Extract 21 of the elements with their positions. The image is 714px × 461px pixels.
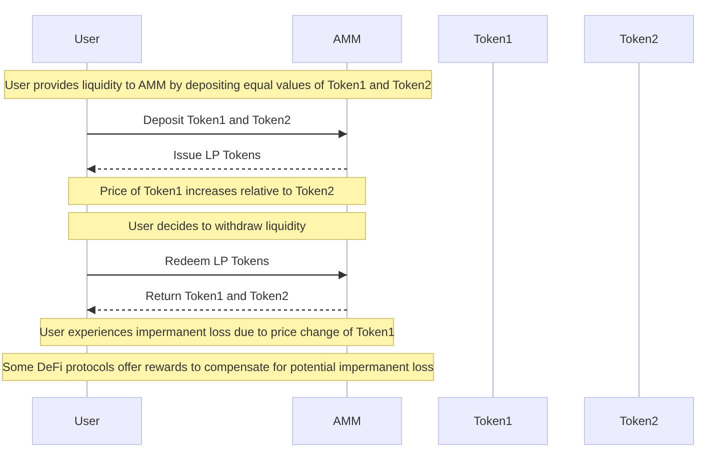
edge-label: Return Token1 and Token2 [144,289,290,303]
edge-label: Deposit Token1 and Token2 [141,113,293,127]
edge-label: Redeem LP Tokens [162,254,272,268]
note-box: User provides liquidity to AMM by depositing equal values of Token1 and Token2 [4,70,432,99]
participant-box: Token1 [438,397,548,445]
message-arrow [87,270,347,280]
edge-label: Issue LP Tokens [171,148,263,162]
participant-box: Token2 [584,15,694,63]
note-box: User decides to withdraw liquidity [68,212,366,240]
note-box: Some DeFi protocols offer rewards to compensate for potential impermanent loss [2,353,434,381]
participant-box: Token2 [584,397,694,445]
participant-box: AMM [292,397,402,445]
message-arrow [87,306,347,314]
participant-box: User [32,397,142,445]
message-arrow [87,164,347,174]
message-arrow [87,130,347,138]
participant-box: User [32,15,142,63]
participant-box: Token1 [438,15,548,63]
participant-box: AMM [292,15,402,63]
note-box: User experiences impermanent loss due to price change of Token1 [40,318,394,346]
note-box: Price of Token1 increases relative to Token2 [68,177,366,205]
